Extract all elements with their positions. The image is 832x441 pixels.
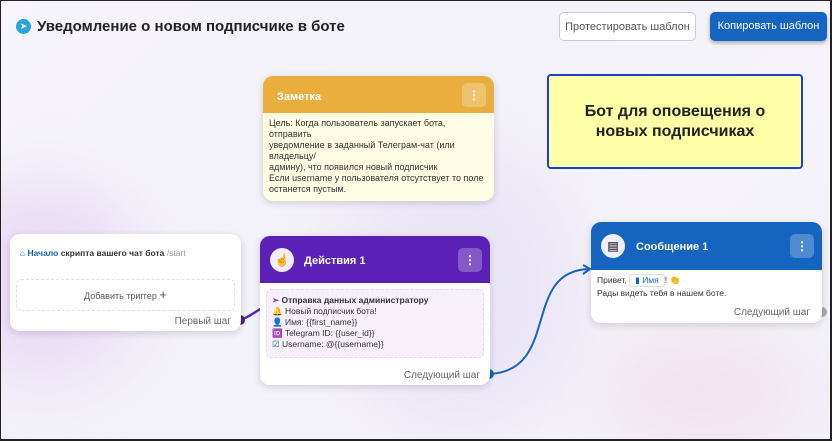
telegram-icon: ➤ — [16, 19, 31, 34]
action-line: ☑ Username: @{{username}} — [272, 339, 384, 349]
message-title: Сообщение 1 — [636, 241, 709, 253]
first-step-label: Первый шаг — [174, 316, 231, 327]
page-title: Уведомление о новом подписчике в боте — [37, 18, 345, 35]
home-icon: ⌂ — [20, 248, 26, 258]
message-text: Привет, ▮ Имя! 👏 Рады видеть тебя в наше… — [597, 274, 727, 298]
note-text: Цель: Когда пользователь запускает бота,… — [269, 118, 484, 194]
start-command: /start — [166, 248, 186, 258]
add-trigger-button[interactable]: Добавить триггер + — [16, 279, 235, 311]
action-line: 🆔 Telegram ID: {{user_id}} — [272, 328, 375, 338]
hand-pointer-icon: ☝ — [270, 248, 294, 272]
message-icon: ▤ — [601, 234, 625, 258]
message-next-step-label: Следующий шаг — [733, 307, 810, 318]
connector-actions-message — [488, 268, 590, 375]
next-step-label: Следующий шаг — [403, 370, 480, 381]
note-menu-button[interactable]: ⋮ — [462, 83, 486, 107]
actions-card[interactable]: ☝ Действия 1 ⋮ ➢ Отправка данных админис… — [260, 236, 490, 385]
actions-title: Действия 1 — [304, 255, 366, 267]
action-line: 👤 Имя: {{first_name}} — [272, 317, 358, 327]
plus-icon: + — [159, 287, 167, 302]
action-block[interactable]: ➢ Отправка данных администратору 🔔 Новый… — [266, 289, 484, 358]
action-line: 🔔 Новый подписчик бота! — [272, 306, 377, 316]
message-card[interactable]: ▤ Сообщение 1 ⋮ Привет, ▮ Имя! 👏 Рады ви… — [591, 222, 822, 323]
copy-template-button[interactable]: Копировать шаблон — [710, 12, 827, 41]
start-card[interactable]: ⌂ Начало скрипта вашего чат бота /start … — [10, 234, 241, 331]
start-link[interactable]: Начало — [27, 248, 59, 258]
sticky-note[interactable]: Бот для оповещения о новых подписчиках — [547, 74, 803, 169]
name-variable-chip[interactable]: ▮ Имя — [629, 274, 665, 287]
send-icon: ➢ — [272, 295, 280, 305]
start-text: скрипта вашего чат бота — [60, 248, 165, 258]
test-template-button[interactable]: Протестировать шаблон — [559, 12, 696, 41]
note-card[interactable]: Заметка ⋮ Цель: Когда пользователь запус… — [263, 76, 494, 201]
message-menu-button[interactable]: ⋮ — [790, 234, 814, 258]
note-title: Заметка — [277, 91, 322, 103]
actions-menu-button[interactable]: ⋮ — [458, 248, 482, 272]
